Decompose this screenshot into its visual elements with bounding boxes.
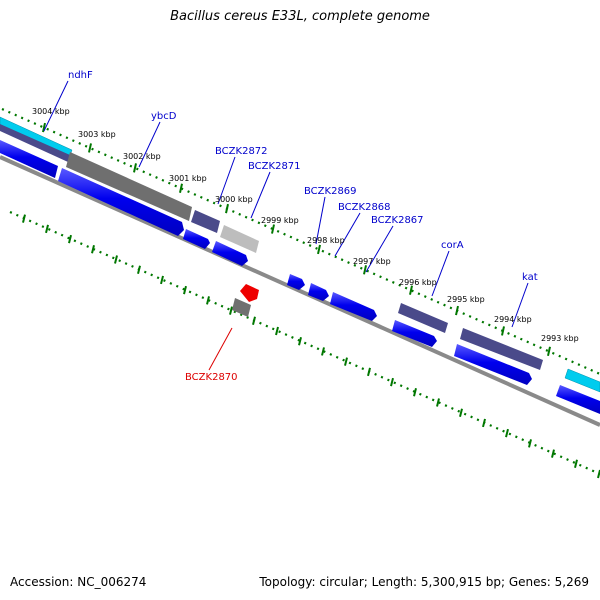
- topology-text: Topology: circular; Length: 5,300,915 bp…: [259, 575, 589, 589]
- gene-label-kat[interactable]: kat: [522, 272, 538, 283]
- outer-tick-mark: [455, 305, 459, 316]
- kbp-tick-label: 2998 kbp: [307, 236, 345, 245]
- callout-line-kat: [511, 282, 529, 328]
- kbp-tick-label: 3004 kbp: [32, 107, 70, 116]
- gene-label-bczk2869[interactable]: BCZK2869: [304, 186, 357, 197]
- feature-gray-reverse: [232, 298, 251, 317]
- inner-tick-mark: [321, 347, 325, 356]
- outer-tick-mark: [42, 122, 46, 133]
- cds-arrow-0[interactable]: [0, 140, 58, 178]
- outer-tick-mark: [88, 143, 92, 153]
- inner-tick-mark: [367, 367, 371, 377]
- outer-tick-mark: [133, 163, 137, 173]
- callout-line-bczk2868: [334, 212, 361, 257]
- kbp-tick-label: 3003 kbp: [78, 130, 116, 139]
- kbp-tick-label: 2999 kbp: [261, 216, 299, 225]
- inner-tick-mark: [528, 439, 532, 448]
- callout-line-ndhf: [43, 80, 69, 132]
- callout-line-cora: [431, 250, 450, 297]
- inner-tick-mark: [459, 408, 463, 417]
- callout-line-bczk2871: [250, 171, 271, 219]
- kbp-tick-label: 2994 kbp: [494, 315, 532, 324]
- inner-tick-mark: [436, 398, 440, 407]
- inner-tick-mark: [45, 224, 49, 234]
- cds-arrow-5[interactable]: [308, 283, 329, 301]
- cds-arrow-6[interactable]: [330, 292, 377, 321]
- outer-dotted-ring: [1, 107, 600, 376]
- accession-text: Accession: NC_006274: [10, 575, 147, 589]
- callout-line-ybcd: [138, 121, 161, 168]
- feature-cyan-right: [564, 368, 600, 393]
- cds-arrow-3[interactable]: [212, 241, 248, 266]
- inner-tick-mark: [574, 459, 578, 469]
- callout-line-bczk2872: [217, 156, 236, 205]
- outer-tick-mark: [363, 265, 367, 275]
- callout-line-bczk2869: [315, 196, 326, 245]
- cds-arrow-2[interactable]: [183, 229, 210, 249]
- gene-label-layer: ndhF ybcD BCZK2872BCZK2871BCZK2869BCZK2868…: [43, 70, 538, 383]
- inner-tick-mark: [229, 306, 233, 315]
- outer-tick-mark: [317, 244, 321, 255]
- outer-tick-mark: [547, 346, 551, 357]
- gene-label-bczk2872[interactable]: BCZK2872: [215, 146, 268, 157]
- kbp-tick-label: 2995 kbp: [447, 295, 485, 304]
- inner-tick-mark: [206, 296, 210, 305]
- kbp-tick-label: 3002 kbp: [123, 152, 161, 161]
- gene-label-cora[interactable]: corA: [441, 240, 464, 251]
- inner-tick-mark: [91, 245, 95, 254]
- inner-tick-mark: [505, 428, 509, 438]
- inner-tick-mark: [390, 377, 394, 387]
- inner-tick-mark: [413, 388, 417, 397]
- outer-tick-mark: [501, 326, 505, 336]
- kbp-label-layer: 3004 kbp 3003 kbp 3002 kbp 3001 kbp 3000 kbp…: [32, 107, 579, 343]
- outer-tick-mark: [225, 203, 229, 214]
- cds-arrow-8[interactable]: [454, 344, 532, 385]
- gene-label-bczk2868[interactable]: BCZK2868: [338, 202, 391, 213]
- cds-arrow-7[interactable]: [392, 320, 437, 347]
- inner-tick-mark: [22, 214, 26, 223]
- feature-gray-long: [66, 152, 192, 221]
- feature-purple-left: [0, 124, 70, 162]
- gene-label-bczk2867[interactable]: BCZK2867: [371, 215, 424, 226]
- kbp-tick-label: 2997 kbp: [353, 257, 391, 266]
- outer-major-ticks: [42, 122, 551, 357]
- feature-purple-short: [191, 210, 220, 233]
- outer-tick-mark: [409, 285, 413, 295]
- outer-tick-mark: [271, 224, 275, 234]
- inner-tick-mark: [160, 275, 164, 285]
- inner-tick-mark: [298, 336, 302, 346]
- inner-tick-mark: [275, 326, 279, 336]
- inner-tick-mark: [344, 357, 348, 366]
- callout-line-bczk2867: [365, 225, 394, 273]
- inner-tick-mark: [482, 418, 486, 428]
- feature-lightgray: [220, 225, 259, 253]
- inner-tick-mark: [183, 285, 187, 295]
- cds-arrow-4[interactable]: [287, 274, 305, 290]
- feature-purple-corA: [398, 303, 448, 333]
- kbp-tick-label: 3000 kbp: [215, 195, 253, 204]
- callout-line-bczk2870: [208, 327, 233, 371]
- genome-backbone: [0, 155, 600, 427]
- gene-label-bczk2870[interactable]: BCZK2870: [185, 372, 238, 383]
- gene-label-ndhf[interactable]: ndhF: [68, 70, 93, 81]
- gene-label-ybcd[interactable]: ybcD: [151, 111, 177, 122]
- gene-label-bczk2871[interactable]: BCZK2871: [248, 161, 301, 172]
- outer-tick-mark: [179, 183, 183, 193]
- kbp-tick-label: 2996 kbp: [399, 278, 437, 287]
- inner-tick-mark: [68, 234, 72, 244]
- kbp-tick-label: 3001 kbp: [169, 174, 207, 183]
- genome-title: Bacillus cereus E33L, complete genome: [170, 9, 430, 24]
- inner-tick-mark: [252, 316, 256, 326]
- selected-gene-arrow[interactable]: [240, 284, 259, 302]
- feature-purple-kat: [460, 328, 543, 370]
- cds-arrow-1[interactable]: [58, 168, 184, 236]
- inner-dotted-ring: [9, 210, 600, 476]
- inner-tick-mark: [137, 265, 141, 274]
- inner-tick-mark: [551, 449, 555, 458]
- kbp-tick-label: 2993 kbp: [541, 334, 579, 343]
- inner-tick-mark: [114, 255, 118, 264]
- cds-arrow-9[interactable]: [556, 385, 600, 414]
